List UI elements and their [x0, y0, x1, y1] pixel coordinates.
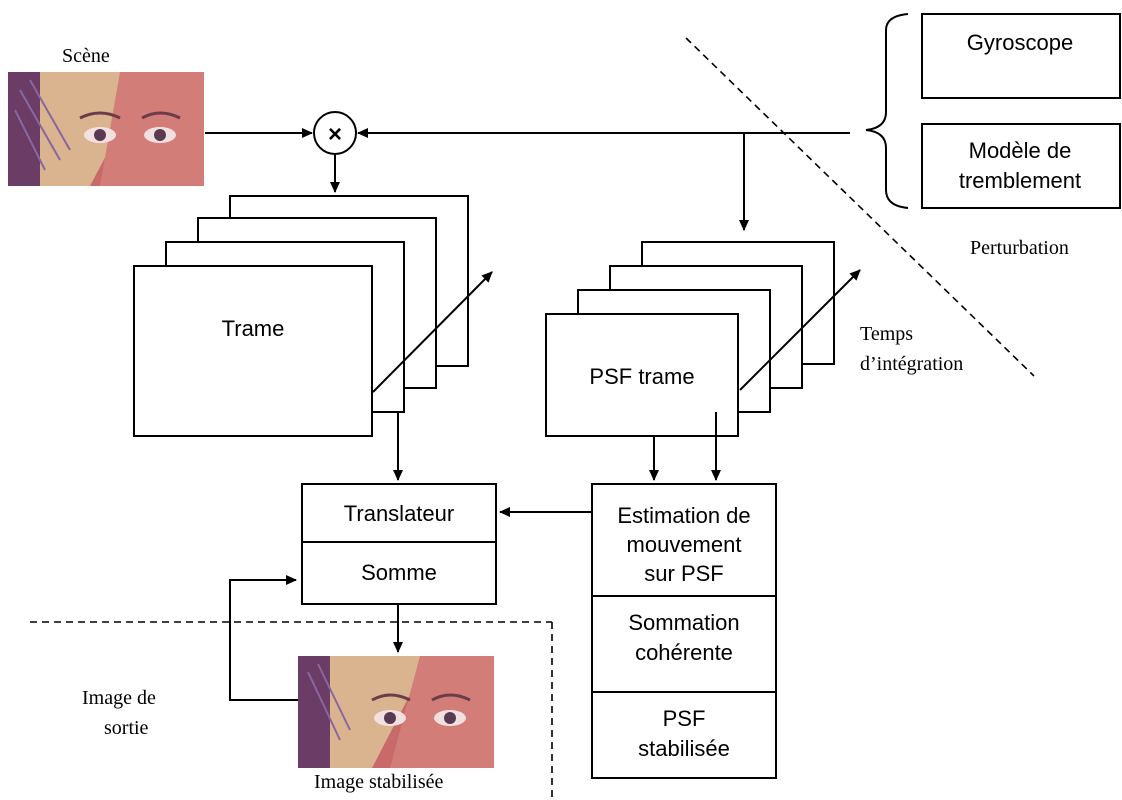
- temps-label-line1: Temps: [860, 323, 913, 345]
- psf-stabilisee-label-line1: PSF: [663, 706, 706, 731]
- image-sortie-label-line1: Image de: [82, 687, 156, 709]
- estimation-label-line3: sur PSF: [644, 561, 723, 586]
- modele-label-line2: tremblement: [959, 168, 1081, 193]
- perturbation-separator: [685, 37, 1035, 377]
- gyroscope-block: [921, 13, 1121, 99]
- trame-time-arrow: [372, 271, 493, 393]
- image-sortie-label-line2: sortie: [104, 717, 149, 739]
- translateur-label: Translateur: [344, 501, 454, 526]
- translateur-somme-block: [301, 483, 497, 605]
- gyroscope-label: Gyroscope: [967, 30, 1073, 55]
- estimation-label-line2: mouvement: [627, 532, 742, 557]
- multiplier-node: [313, 111, 357, 155]
- perturbation-label: Perturbation: [970, 237, 1069, 259]
- sommation-label-line1: Sommation: [628, 610, 739, 635]
- trame-stack: [133, 195, 469, 437]
- scene-image: [8, 72, 204, 186]
- modele-tremblement-block: [921, 123, 1121, 209]
- scene-label: Scène: [62, 45, 110, 67]
- estimation-stack-block: [591, 483, 777, 779]
- output-image: [298, 656, 494, 768]
- trame-block: [133, 265, 373, 437]
- estimation-label-line1: Estimation de: [617, 503, 750, 528]
- image-stabilisee-label: Image stabilisée: [314, 771, 444, 793]
- psf-time-arrow: [739, 269, 861, 391]
- temps-label-line2: d’intégration: [860, 353, 963, 375]
- trame-label: Trame: [222, 316, 285, 341]
- sommation-label-line2: cohérente: [635, 640, 733, 665]
- psf-stabilisee-label-line2: stabilisée: [638, 736, 730, 761]
- psf-trame-label: PSF trame: [589, 364, 694, 389]
- multiplier-symbol: ×: [328, 121, 342, 148]
- modele-label-line1: Modèle de: [969, 138, 1072, 163]
- somme-label: Somme: [361, 560, 437, 585]
- feedback-loop-arrow: [229, 575, 298, 701]
- psf-trame-block: [545, 313, 739, 437]
- psf-trame-stack: [545, 241, 835, 437]
- perturbation-brace: [865, 13, 909, 209]
